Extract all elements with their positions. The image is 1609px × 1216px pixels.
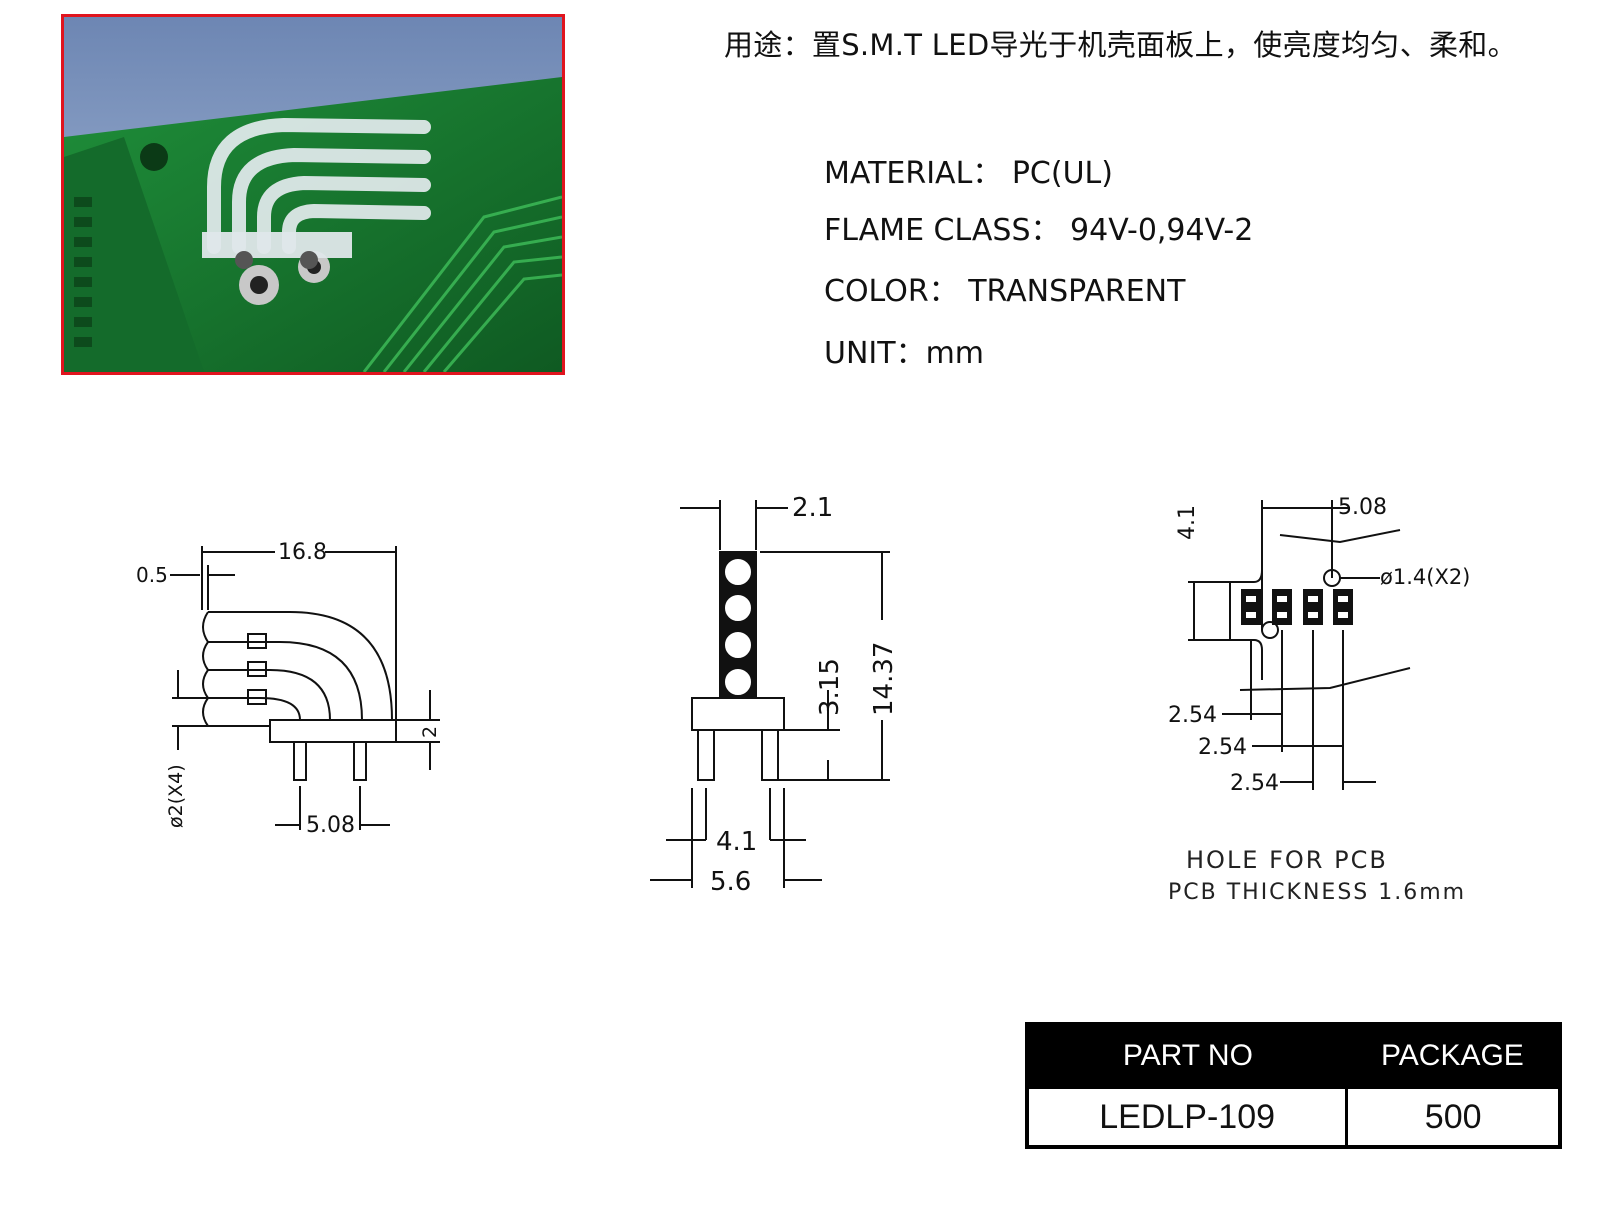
pcb-hole-drawing: 5.08 4.1 ø1.4(X2) 2.54 2.54 2.54 bbox=[1168, 495, 1470, 796]
spec-material: MATERIAL： PC(UL) bbox=[824, 156, 1113, 191]
col-package: PACKAGE bbox=[1346, 1024, 1560, 1088]
pcb-note-thickness: PCB THICKNESS 1.6mm bbox=[1168, 880, 1467, 905]
dim-led-pitch-2: 2.54 bbox=[1198, 735, 1247, 760]
col-part-no: PART NO bbox=[1027, 1024, 1347, 1088]
dim-tip: 0.5 bbox=[136, 563, 168, 587]
dim-pitch: 5.08 bbox=[306, 813, 355, 838]
product-photo bbox=[61, 14, 565, 375]
front-view-drawing: 2.1 3.15 14.37 4.1 5.6 bbox=[650, 493, 899, 897]
spec-unit: UNIT：mm bbox=[824, 336, 985, 371]
pcb-note-hole: HOLE FOR PCB bbox=[1186, 846, 1388, 874]
dim-hole-dia: ø1.4(X2) bbox=[1380, 565, 1470, 589]
dim-base-width: 5.6 bbox=[710, 867, 751, 897]
dim-diameter: ø2(X4) bbox=[165, 764, 187, 828]
part-no-value: LEDLP-109 bbox=[1025, 1086, 1349, 1149]
dim-led-pitch-1: 2.54 bbox=[1168, 703, 1217, 728]
dim-base: 2 bbox=[419, 726, 441, 738]
dim-vertical: 4.1 bbox=[1175, 505, 1200, 540]
dim-pin-height: 3.15 bbox=[815, 658, 845, 716]
spec-color: COLOR： TRANSPARENT bbox=[824, 274, 1186, 309]
dim-pin-span: 4.1 bbox=[716, 827, 757, 857]
dim-total-height: 14.37 bbox=[869, 642, 899, 716]
part-table: PART NO PACKAGE LEDLP-109 500 bbox=[1025, 1022, 1562, 1149]
usage-text: 用途：置S.M.T LED导光于机壳面板上，使亮度均匀、柔和。 bbox=[724, 28, 1517, 62]
spec-flame-class: FLAME CLASS： 94V-0,94V-2 bbox=[824, 213, 1254, 248]
dim-hole-pitch: 5.08 bbox=[1338, 495, 1387, 520]
dim-top-width: 2.1 bbox=[792, 493, 833, 523]
dim-length: 16.8 bbox=[278, 540, 327, 565]
dim-led-pitch-3: 2.54 bbox=[1230, 771, 1279, 796]
pcb-notes: HOLE FOR PCB PCB THICKNESS 1.6mm bbox=[1168, 846, 1468, 905]
package-value: 500 bbox=[1345, 1086, 1562, 1149]
side-view-drawing: 16.8 0.5 ø2(X4) 2 5.08 bbox=[136, 540, 441, 838]
